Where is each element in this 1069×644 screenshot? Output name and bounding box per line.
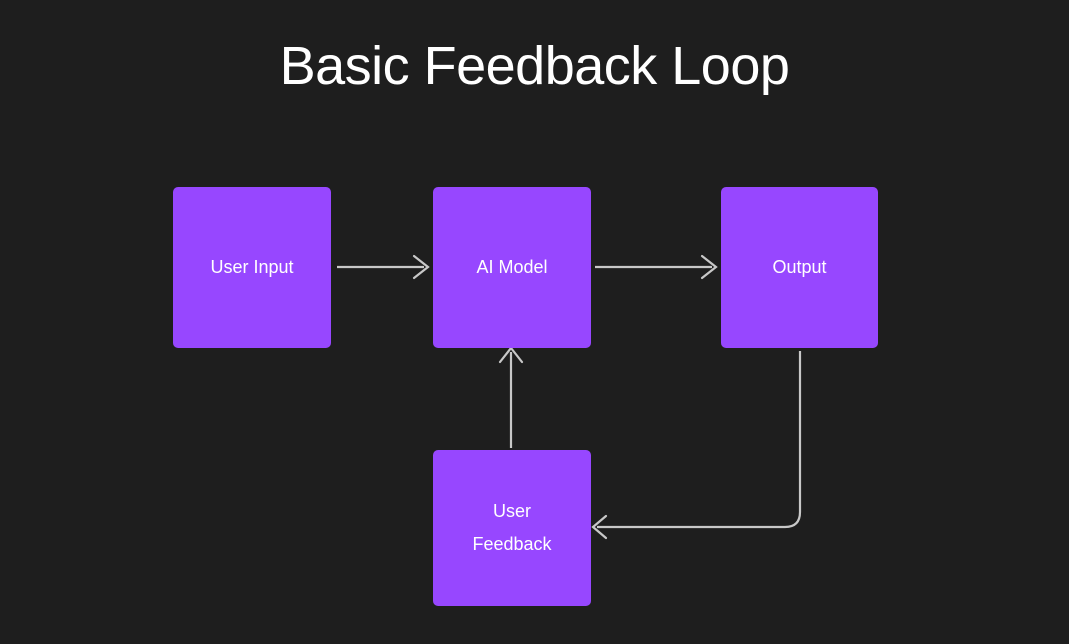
node-output[interactable]: Output bbox=[721, 187, 878, 348]
node-user-feedback[interactable]: User Feedback bbox=[433, 450, 591, 606]
node-ai-model[interactable]: AI Model bbox=[433, 187, 591, 348]
edge-user-feedback-to-ai-model bbox=[498, 346, 524, 448]
node-user-input-label: User Input bbox=[210, 257, 294, 277]
node-ai-model-label: AI Model bbox=[476, 257, 548, 277]
page-title: Basic Feedback Loop bbox=[279, 36, 790, 96]
edge-output-to-user-feedback bbox=[591, 351, 802, 540]
edge-ai-model-to-output bbox=[595, 254, 718, 280]
node-user-feedback-label: User Feedback bbox=[472, 501, 552, 554]
node-user-input[interactable]: User Input bbox=[173, 187, 331, 348]
node-output-label: Output bbox=[772, 257, 827, 277]
edge-user-input-to-ai-model bbox=[337, 254, 430, 280]
